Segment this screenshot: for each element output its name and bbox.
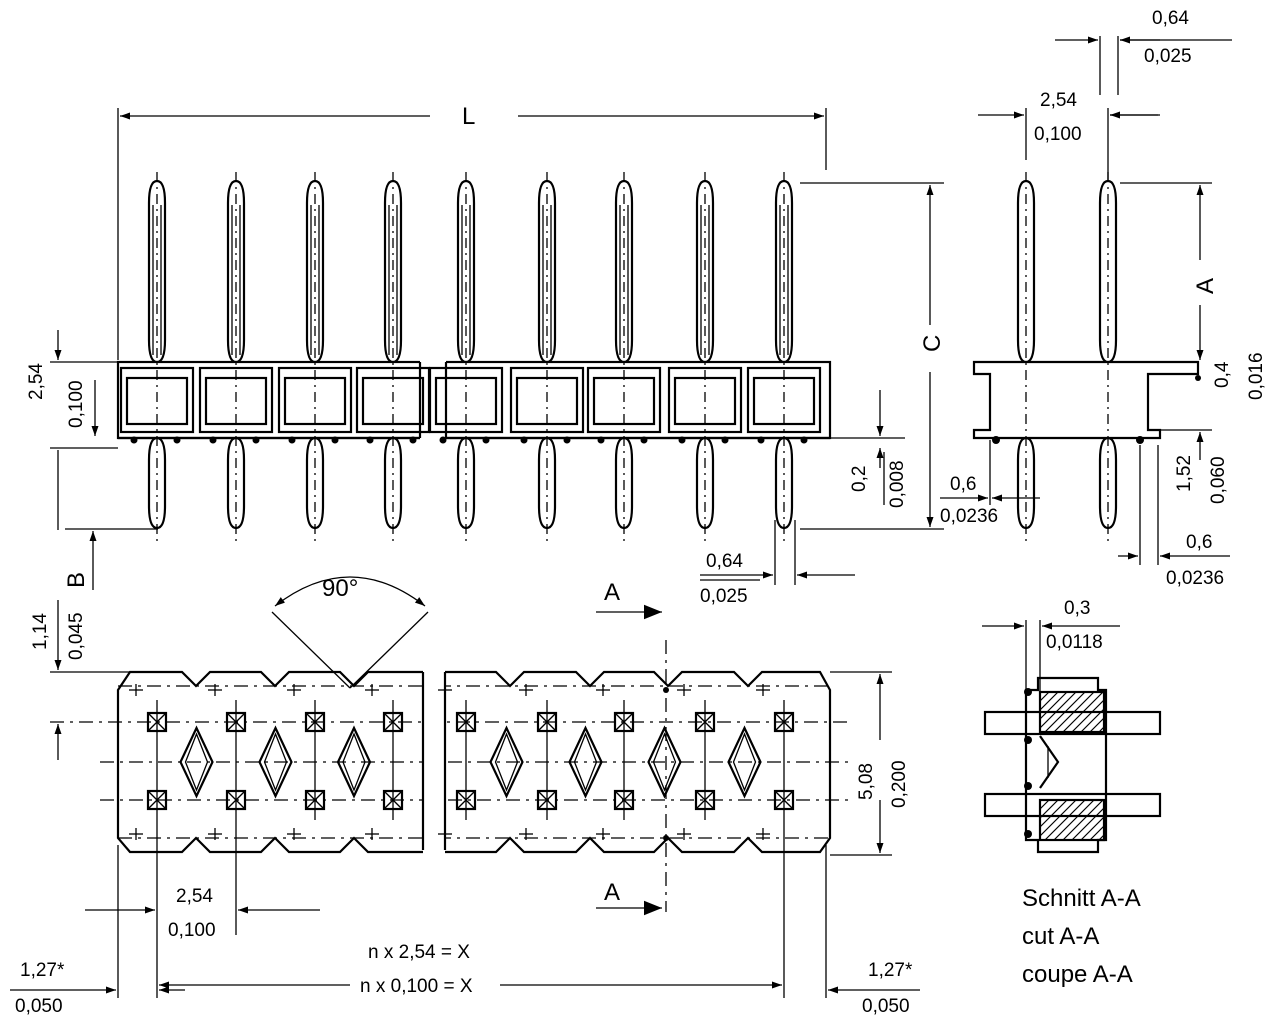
section-marker-bottom: A xyxy=(596,879,662,916)
caption-fr: coupe A-A xyxy=(1022,961,1133,988)
dim-L: L xyxy=(117,103,827,360)
dim-shoulder: 1,52 0,060 xyxy=(1150,429,1229,504)
shoulder-mm: 1,52 xyxy=(1174,455,1195,492)
dim-total: n x 2,54 = X n x 0,100 = X xyxy=(159,820,785,998)
angle-label: 90° xyxy=(322,575,358,602)
front-pin xyxy=(537,172,557,545)
dim-post-gap-2: 0,6 0,0236 xyxy=(1118,445,1230,589)
standoff-in: 0,008 xyxy=(887,460,908,508)
slot-mm: 0,4 xyxy=(1212,361,1233,388)
plan-diamond xyxy=(336,725,372,799)
side-view xyxy=(972,172,1201,545)
section-wall-mm: 0,3 xyxy=(1064,598,1090,619)
label-A: A xyxy=(1192,278,1219,294)
slot-in: 0,016 xyxy=(1246,352,1267,400)
svg-text:A: A xyxy=(604,579,620,606)
dim-standoff: 0,2 0,008 xyxy=(820,390,908,508)
total-mm: n x 2,54 = X xyxy=(368,942,470,963)
dim-plan-pitch: 2,54 0,100 xyxy=(85,820,320,998)
plan-diamond xyxy=(489,725,524,799)
plan-diamond xyxy=(179,725,214,799)
post-gap2-in: 0,0236 xyxy=(1166,568,1224,589)
dim-edge-right: 1,27* 0,050 xyxy=(825,845,920,1017)
dim-B: B xyxy=(63,528,158,590)
plan-view xyxy=(50,640,850,912)
shoulder-in: 0,060 xyxy=(1208,456,1229,504)
side-pin xyxy=(1016,172,1036,545)
edge-left-mm: 1,27* xyxy=(20,960,65,981)
post-gap2-mm: 0,6 xyxy=(1186,532,1212,553)
plan-diamond xyxy=(727,725,762,799)
edge-right-in: 0,050 xyxy=(862,996,910,1017)
dim-post-gap: 0,6 0,0236 xyxy=(940,440,1040,527)
row-spacing-mm: 5,08 xyxy=(856,763,877,800)
dim-A: A xyxy=(1120,182,1219,360)
dim-top-pitch: 0,64 0,025 xyxy=(1055,8,1232,95)
front-pin xyxy=(305,172,325,545)
front-pin xyxy=(614,172,634,545)
plan-pitch-in: 0,100 xyxy=(168,920,216,941)
total-in: n x 0,100 = X xyxy=(360,976,473,997)
plan-diamond xyxy=(258,725,293,799)
pin-bottom-in: 0,025 xyxy=(700,586,748,607)
dim-pin-bottom: 0,64 0,025 xyxy=(700,520,855,607)
section-caption: Schnitt A-A cut A-A coupe A-A xyxy=(1022,885,1141,988)
front-pin xyxy=(383,172,403,545)
front-pin xyxy=(226,172,246,545)
row-spacing-in: 0,200 xyxy=(889,760,910,808)
front-housing xyxy=(116,360,832,440)
plan-pitch-mm: 2,54 xyxy=(176,886,213,907)
angle-90: 90° xyxy=(271,575,429,689)
dim-side-pitch: 2,54 0,100 xyxy=(978,90,1160,180)
side-pitch-mm: 2,54 xyxy=(1040,90,1077,111)
caption-de: Schnitt A-A xyxy=(1022,885,1141,912)
section-wall-in: 0,0118 xyxy=(1046,632,1103,653)
section-marker-top: A xyxy=(596,579,662,620)
svg-text:A: A xyxy=(604,879,620,906)
top-pitch-in: 0,025 xyxy=(1144,46,1192,67)
edge-right-mm: 1,27* xyxy=(868,960,913,981)
pin-bottom-mm: 0,64 xyxy=(706,551,743,572)
offset-in: 0,045 xyxy=(66,612,87,660)
edge-left-in: 0,050 xyxy=(15,996,63,1017)
post-gap-in: 0,0236 xyxy=(940,506,998,527)
body-height-mm: 2,54 xyxy=(26,363,47,400)
plan-diamond xyxy=(647,725,682,799)
standoff-mm: 0,2 xyxy=(849,466,870,492)
dim-body-height: 2,54 0,100 xyxy=(26,330,118,530)
front-pin xyxy=(147,172,167,545)
dim-row-spacing: 5,08 0,200 xyxy=(830,671,910,856)
front-pin xyxy=(774,172,794,545)
front-pin xyxy=(695,172,715,545)
label-C: C xyxy=(919,335,946,352)
section-view: 0,3 0,0118 xyxy=(982,598,1162,854)
front-pin xyxy=(456,172,476,545)
dim-offset: 1,14 0,045 xyxy=(30,600,130,760)
label-L: L xyxy=(462,103,475,130)
label-B: B xyxy=(63,572,90,588)
dim-edge-left: 1,27* 0,050 xyxy=(10,845,185,1017)
dim-C: C xyxy=(800,182,946,530)
side-pitch-in: 0,100 xyxy=(1034,124,1082,145)
top-pitch-mm: 0,64 xyxy=(1152,8,1189,29)
caption-en: cut A-A xyxy=(1022,923,1099,950)
dim-slot: 0,4 0,016 xyxy=(1212,352,1267,400)
side-pin xyxy=(1098,172,1118,545)
post-gap-mm: 0,6 xyxy=(950,474,976,495)
offset-mm: 1,14 xyxy=(30,613,51,650)
body-height-in: 0,100 xyxy=(66,380,87,428)
plan-diamond xyxy=(568,725,603,799)
front-view xyxy=(116,172,832,545)
